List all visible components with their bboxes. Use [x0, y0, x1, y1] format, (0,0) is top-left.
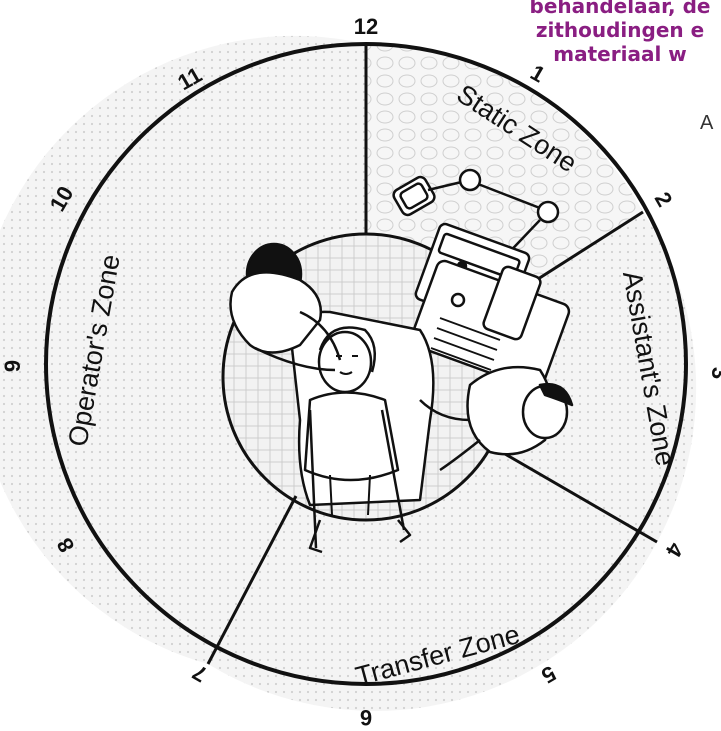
- clock-number-12: 12: [354, 14, 378, 39]
- clock-number-5: 5: [537, 661, 560, 689]
- clock-number-1: 1: [526, 60, 549, 88]
- clock-number-7: 7: [188, 660, 211, 688]
- clock-number-3: 3: [707, 367, 721, 379]
- clock-number-2: 2: [650, 188, 678, 211]
- clock-number-4: 4: [660, 538, 688, 562]
- clock-number-6: 6: [360, 705, 372, 730]
- clock-number-9: 9: [0, 360, 25, 372]
